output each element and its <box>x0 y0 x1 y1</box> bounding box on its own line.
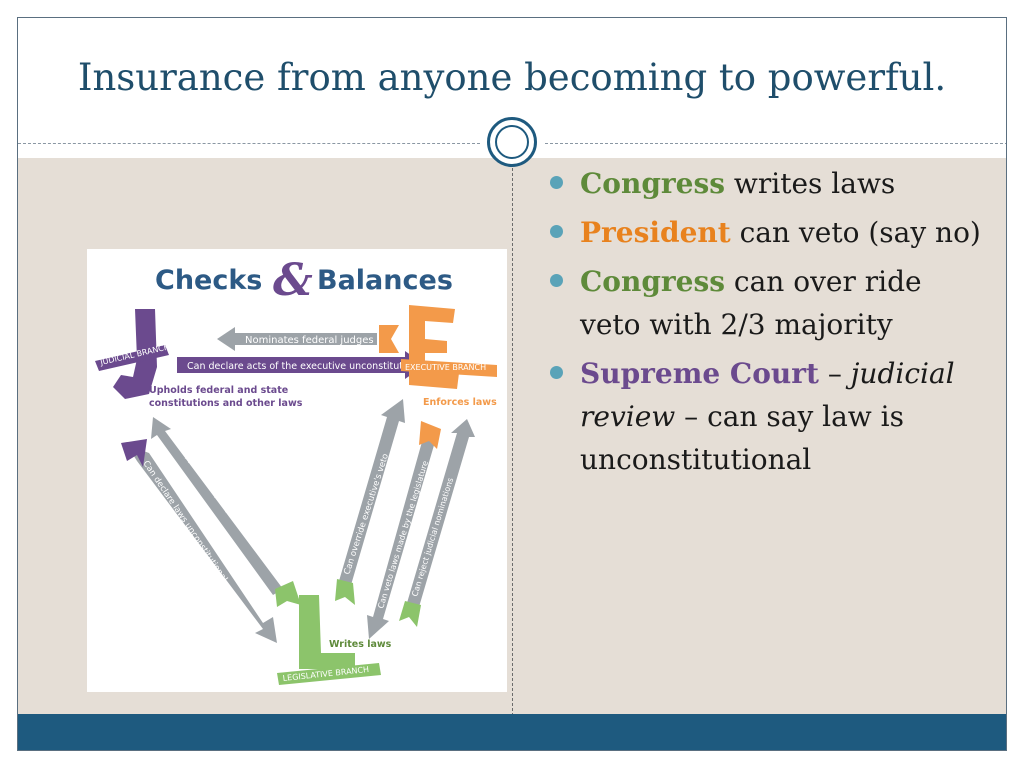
diagram-svg: Checks & Balances Nominates federal judg… <box>87 249 507 692</box>
bullet-keyword: Congress <box>580 167 725 200</box>
diagram-heading-checks: Checks <box>155 265 262 296</box>
judicial-label-banner <box>95 345 169 371</box>
column-divider <box>512 158 513 716</box>
bullet-dot-icon <box>550 225 563 238</box>
bullet-dot-icon <box>550 274 563 287</box>
arrow-nominates-tail <box>379 325 399 353</box>
arrow-appoint-shape <box>151 417 283 595</box>
bullet-text: can veto (say no) <box>730 216 981 249</box>
divider-circle-icon <box>487 117 537 167</box>
bullet-dot-icon <box>550 176 563 189</box>
slide: Insurance from anyone becoming to powerf… <box>17 17 1007 751</box>
slide-title: Insurance from anyone becoming to powerf… <box>77 56 947 99</box>
divider-circle-inner <box>495 125 529 159</box>
legislative-role: Writes laws <box>329 639 392 650</box>
arrow-nominates-shape <box>217 327 377 351</box>
title-divider-left <box>18 143 480 144</box>
legislative-label-banner <box>277 663 381 685</box>
diagram-heading-ampersand: & <box>273 255 313 306</box>
bullet-dot-icon <box>550 366 563 379</box>
bullet-italic-term: judicial review <box>580 357 955 433</box>
judicial-role-line2: constitutions and other laws <box>149 398 303 409</box>
bullet-keyword: President <box>580 216 731 249</box>
executive-role: Enforces laws <box>423 397 497 408</box>
diagram-heading-balances: Balances <box>317 265 453 296</box>
arrow-reject-shape <box>407 419 475 607</box>
bullet-president-veto: President can veto (say no) <box>550 211 990 254</box>
arrow-veto-tail <box>419 421 441 449</box>
bullet-keyword: Congress <box>580 265 725 298</box>
arrow-declare-exec: Can declare acts of the executive uncons… <box>177 351 426 379</box>
arrow-declare-laws-tail <box>121 439 147 467</box>
executive-label-banner <box>401 359 497 377</box>
bullet-separator: – <box>818 357 851 390</box>
arrow-reject-tail <box>399 601 421 627</box>
executive-branch: EXECUTIVE BRANCH Enforces laws <box>401 305 497 408</box>
arrow-declare-exec-shape <box>177 351 425 379</box>
arrow-veto-shape <box>367 431 437 639</box>
arrow-nominates: Nominates federal judges <box>217 327 377 351</box>
arrow-declare-exec-label: Can declare acts of the executive uncons… <box>187 361 426 372</box>
bullet-keyword: Supreme Court <box>580 357 819 390</box>
title-divider-right <box>545 143 1006 144</box>
bullet-text: can over ride veto with 2/3 majority <box>580 265 922 341</box>
checks-balances-diagram: Checks & Balances Nominates federal judg… <box>87 249 507 692</box>
arrow-nominates-label: Nominates federal judges <box>245 335 374 346</box>
arrow-override-tail <box>335 579 355 605</box>
arrow-override-shape <box>339 399 405 585</box>
bullet-congress-override: Congress can over ride veto with 2/3 maj… <box>550 260 990 346</box>
legislative-letter-icon <box>299 595 355 669</box>
footer-bar <box>18 714 1006 750</box>
arrow-declare-laws-shape <box>127 445 277 643</box>
judicial-role-line1: Upholds federal and state <box>149 385 288 396</box>
executive-label: EXECUTIVE BRANCH <box>405 363 486 372</box>
arrow-appoint-tail <box>275 581 301 607</box>
bullet-list: Congress writes laws President can veto … <box>550 162 990 487</box>
bullet-text: writes laws <box>725 167 896 200</box>
judicial-letter-icon <box>113 309 157 399</box>
bullet-congress-writes: Congress writes laws <box>550 162 990 205</box>
bullet-text: – can say law is unconstitutional <box>580 400 904 476</box>
bullet-supreme-court: Supreme Court – judicial review – can sa… <box>550 352 990 481</box>
